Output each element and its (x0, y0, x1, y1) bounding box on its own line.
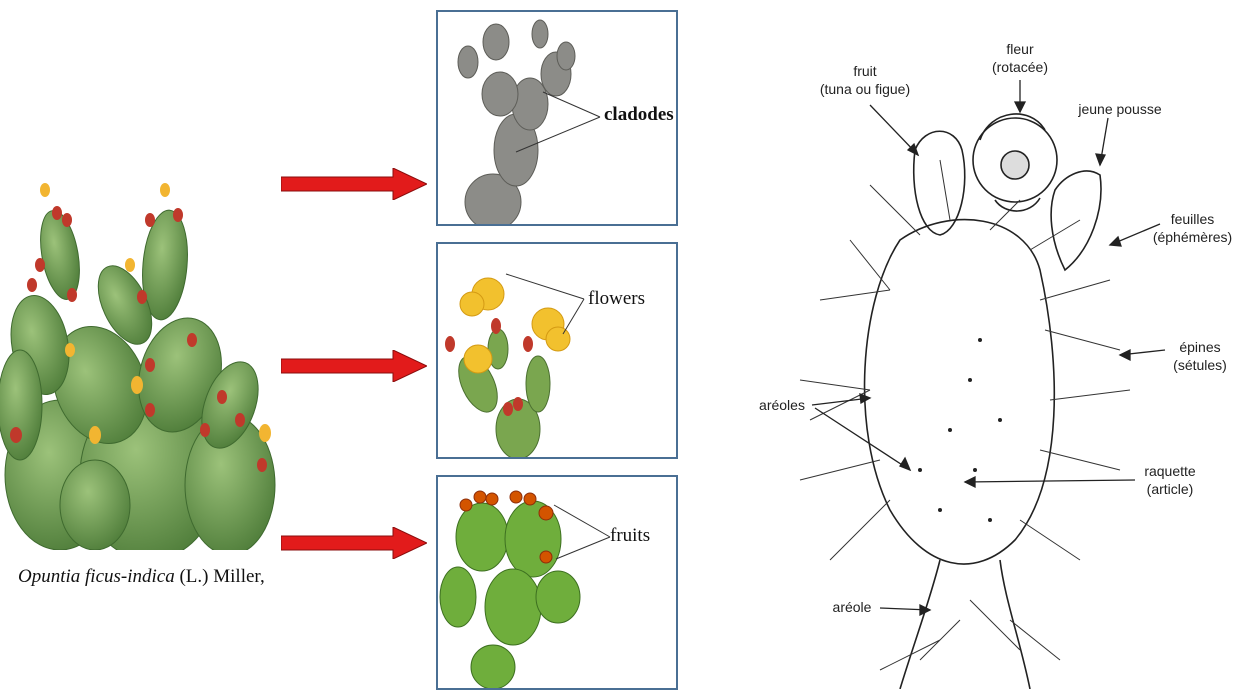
label-jeune-pousse: jeune pousse (1070, 100, 1170, 118)
species-name: Opuntia ficus-indica (18, 566, 175, 587)
label-areole: aréole (822, 598, 882, 616)
cladodes-label: cladodes (604, 104, 674, 126)
arrow-to-cladodes (281, 168, 427, 200)
arrow-to-flowers (281, 350, 427, 382)
flowers-label: flowers (588, 288, 645, 310)
flowers-illustration (438, 244, 676, 457)
species-caption: Opuntia ficus-indica (L.) Miller, (18, 566, 265, 588)
label-feuilles: feuilles (éphémères) (1150, 210, 1235, 246)
cladodes-panel: cladodes (436, 10, 678, 226)
label-raquette: raquette (article) (1135, 462, 1205, 498)
label-areoles: aréoles (752, 396, 812, 414)
fruits-label: fruits (610, 525, 650, 547)
label-fruit: fruit (tuna ou figue) (810, 62, 920, 98)
arrow-to-fruits (281, 527, 427, 559)
label-fleur: fleur (rotacée) (980, 40, 1060, 76)
opuntia-plant-image (0, 175, 280, 550)
flowers-panel: flowers (436, 242, 678, 459)
species-authority: (L.) Miller, (179, 566, 264, 587)
fruits-illustration (438, 477, 676, 688)
label-epines: épines (sétules) (1165, 338, 1235, 374)
fruits-panel: fruits (436, 475, 678, 690)
